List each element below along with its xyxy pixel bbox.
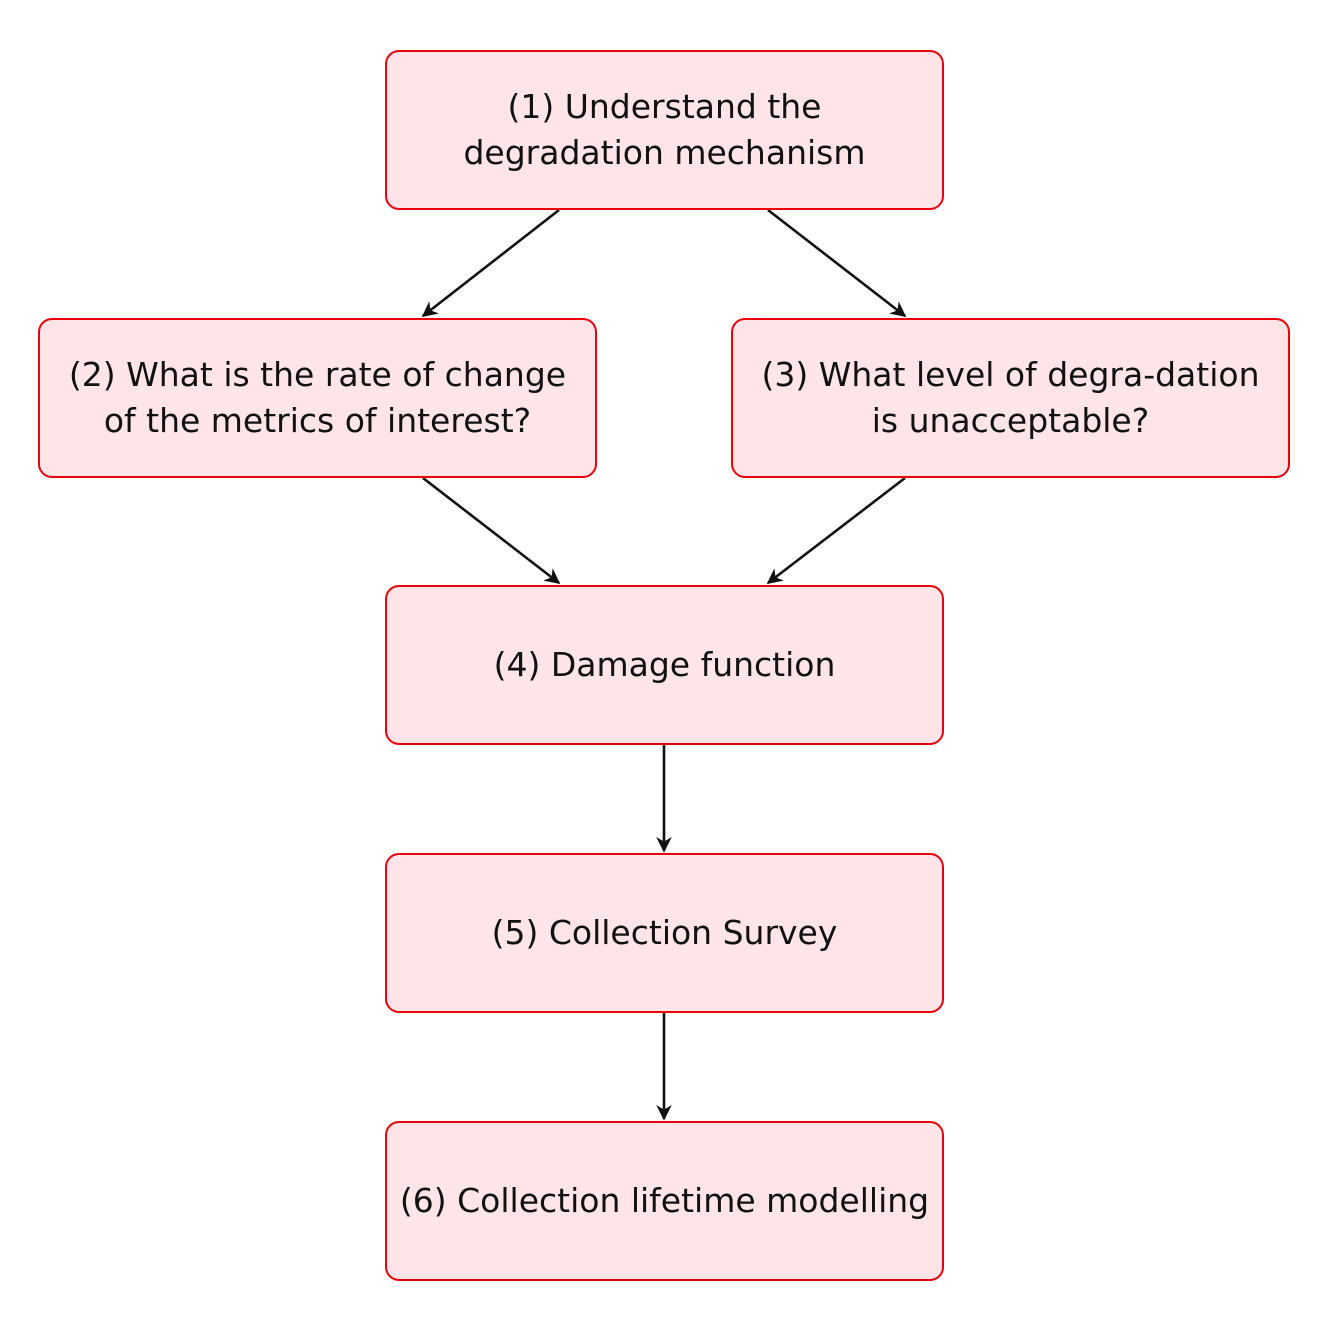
edge-1-to-2: [421, 208, 560, 318]
node-rate-of-change: (2) What is the rate of change of the me…: [38, 318, 597, 478]
edge-2-to-4: [422, 476, 561, 585]
node-collection-lifetime-modelling: (6) Collection lifetime modelling: [385, 1121, 944, 1281]
node-understand-degradation-mechanism: (1) Understand the degradation mechanism: [385, 50, 944, 210]
edge-1-to-3: [767, 208, 907, 318]
node-collection-survey: (5) Collection Survey: [385, 853, 944, 1013]
node-unacceptable-degradation-level: (3) What level of degra-dation is unacce…: [731, 318, 1290, 478]
node-label: (4) Damage function: [493, 645, 836, 685]
edge-3-to-4: [766, 476, 906, 585]
node-label: (2) What is the rate of change of the me…: [68, 355, 567, 440]
node-label: (3) What level of degra-dation is unacce…: [761, 355, 1260, 440]
node-damage-function: (4) Damage function: [385, 585, 944, 745]
node-label: (5) Collection Survey: [491, 913, 838, 953]
node-label: (6) Collection lifetime modelling: [399, 1181, 930, 1221]
node-label: (1) Understand the degradation mechanism: [463, 87, 866, 172]
